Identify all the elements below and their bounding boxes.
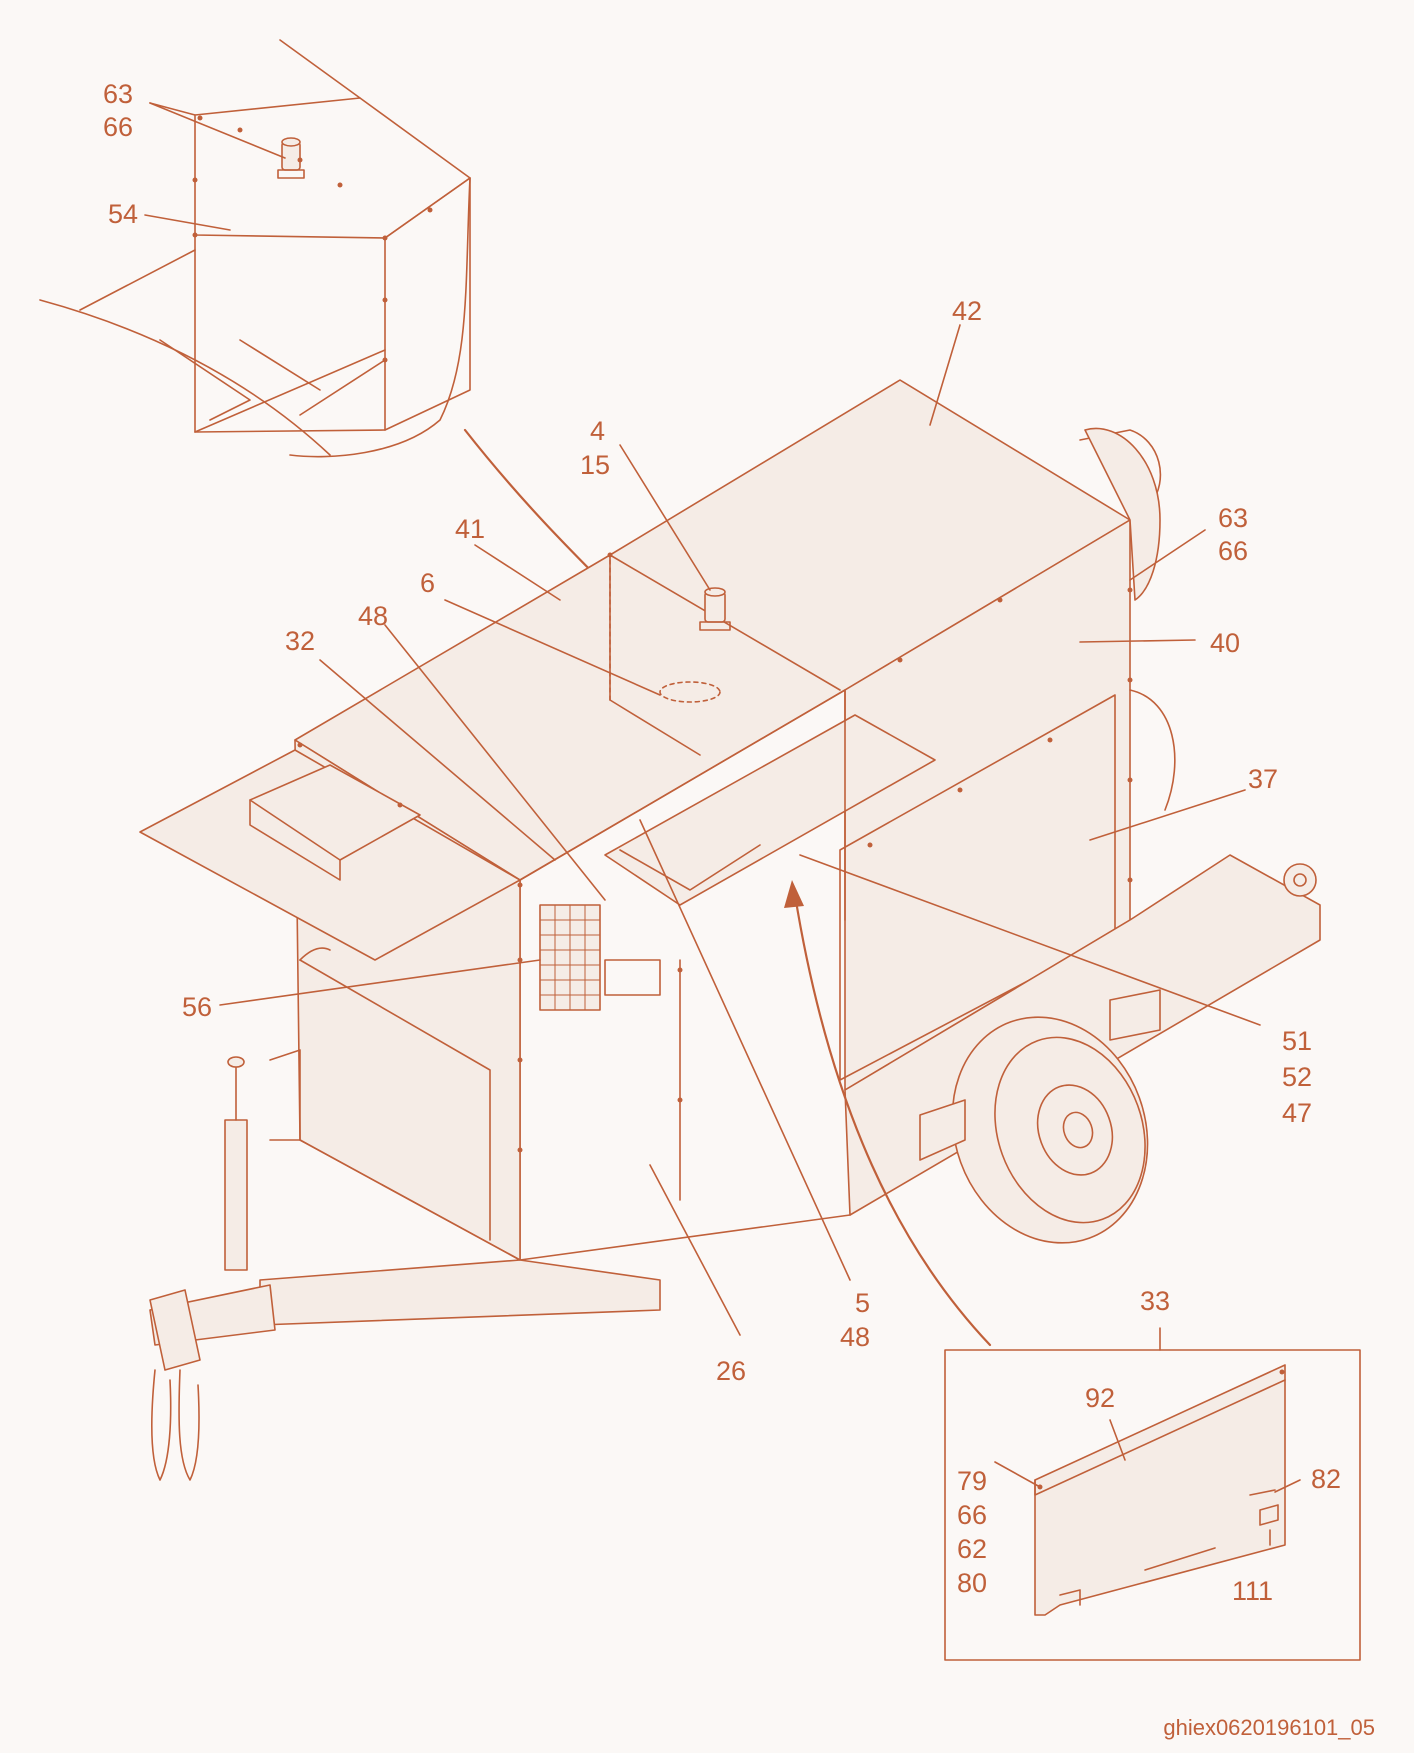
label-62: 62 bbox=[957, 1534, 987, 1564]
callout-5-48: 5 48 bbox=[840, 1288, 870, 1352]
detail-view-top-cover bbox=[39, 39, 471, 458]
label-37: 37 bbox=[1248, 764, 1278, 794]
leader-lines bbox=[144, 102, 1261, 1347]
label-66: 66 bbox=[103, 112, 133, 142]
label-66: 66 bbox=[957, 1500, 987, 1530]
label-63: 63 bbox=[1218, 503, 1248, 533]
heater-housing bbox=[139, 379, 1176, 1261]
label-51: 51 bbox=[1282, 1026, 1312, 1056]
label-5: 5 bbox=[855, 1288, 870, 1318]
inset-lid-33 bbox=[944, 1327, 1361, 1661]
callout-63-66-top: 63 66 bbox=[103, 79, 133, 142]
callout-labels: 63 66 54 42 4 15 41 6 48 32 63 66 40 37 … bbox=[103, 79, 1341, 1606]
label-66: 66 bbox=[1218, 536, 1248, 566]
label-63: 63 bbox=[103, 79, 133, 109]
label-41: 41 bbox=[455, 514, 485, 544]
label-48: 48 bbox=[840, 1322, 870, 1352]
label-92: 92 bbox=[1085, 1383, 1115, 1413]
trailer-wheel bbox=[919, 989, 1161, 1244]
label-47: 47 bbox=[1282, 1098, 1312, 1128]
label-26: 26 bbox=[716, 1356, 746, 1386]
label-32: 32 bbox=[285, 626, 315, 656]
callout-4-15: 4 15 bbox=[580, 416, 610, 480]
label-111: 111 bbox=[1232, 1576, 1273, 1606]
callout-51-52-47: 51 52 47 bbox=[1282, 1026, 1312, 1128]
label-54: 54 bbox=[108, 199, 138, 229]
label-52: 52 bbox=[1282, 1062, 1312, 1092]
callout-79-66-62-80: 79 66 62 80 bbox=[957, 1466, 987, 1598]
label-48: 48 bbox=[358, 601, 388, 631]
label-6: 6 bbox=[420, 568, 435, 598]
callout-63-66-right: 63 66 bbox=[1218, 503, 1248, 566]
label-56: 56 bbox=[182, 992, 212, 1022]
label-33: 33 bbox=[1140, 1286, 1170, 1316]
label-82: 82 bbox=[1311, 1464, 1341, 1494]
figure-id: ghiex0620196101_05 bbox=[1163, 1715, 1375, 1740]
label-80: 80 bbox=[957, 1568, 987, 1598]
label-42: 42 bbox=[952, 296, 982, 326]
vent-grille bbox=[540, 905, 600, 1010]
label-40: 40 bbox=[1210, 628, 1240, 658]
label-15: 15 bbox=[580, 450, 610, 480]
label-4: 4 bbox=[590, 416, 605, 446]
label-79: 79 bbox=[957, 1466, 987, 1496]
